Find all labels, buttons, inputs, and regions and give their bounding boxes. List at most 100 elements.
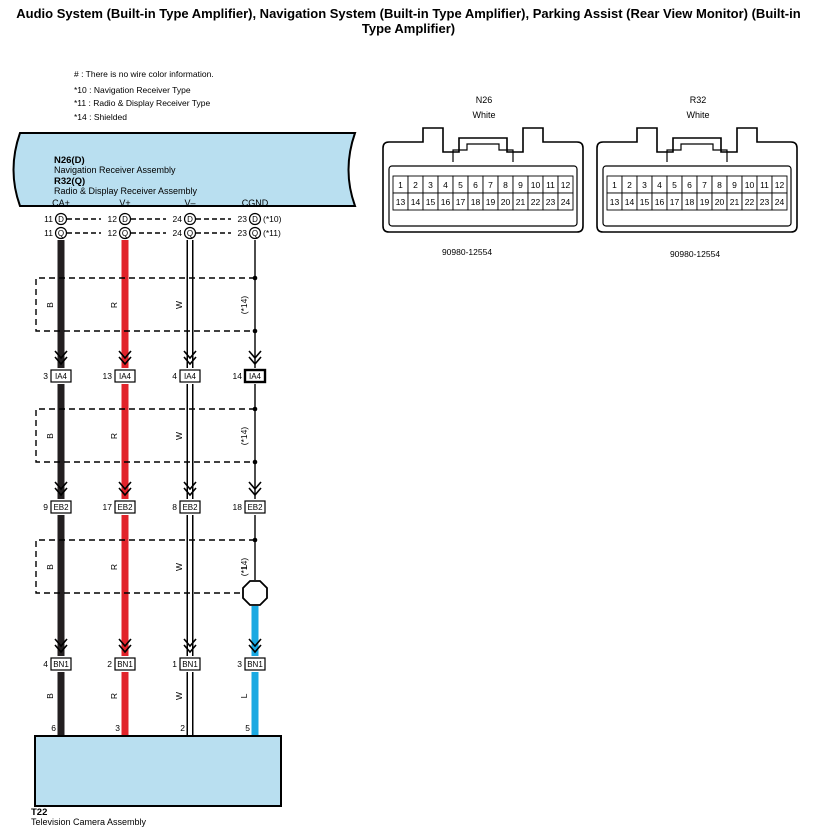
- pin-number: 11: [44, 228, 53, 238]
- junction-code: EB2: [182, 503, 198, 512]
- connector-pin-number: 21: [730, 197, 740, 207]
- connector-pin-number: 7: [702, 180, 707, 190]
- arrow-icon: [118, 644, 132, 654]
- shield-dot: [252, 406, 258, 412]
- shield-dot: [252, 459, 258, 465]
- top-terminal-label: V–: [184, 198, 195, 208]
- junction-pin-number: 18: [233, 502, 243, 512]
- junction-code: EB2: [53, 503, 69, 512]
- junction-connector-box: [50, 500, 72, 514]
- connector-pin-number: 13: [396, 197, 406, 207]
- pin-letter: Q: [252, 229, 258, 238]
- connector-pin-number: 5: [458, 180, 463, 190]
- junction-pin-number: 3: [237, 659, 242, 669]
- junction-code: IA4: [119, 372, 132, 381]
- junction-pin-number: 4: [172, 371, 177, 381]
- junction-pin-number: 13: [103, 371, 113, 381]
- notes: # : There is no wire color information. …: [74, 69, 214, 122]
- junction-code: IA4: [249, 372, 262, 381]
- junction-connector-box: [50, 369, 72, 383]
- note-navigation: *10 : Navigation Receiver Type: [74, 85, 191, 95]
- arrow-icon: [118, 356, 132, 366]
- wire-color-label: B: [45, 433, 55, 439]
- junction-code: BN1: [247, 660, 263, 669]
- wire-color-label: W: [174, 563, 184, 571]
- connector-part-number: 90980-12554: [670, 249, 720, 259]
- shield-tag: (*14): [239, 558, 249, 577]
- arrow-icon: [248, 487, 262, 497]
- pin-circle: [118, 212, 132, 226]
- connector-pin-number: 5: [672, 180, 677, 190]
- junction-connector-box: [114, 369, 136, 383]
- junction-code: BN1: [182, 660, 198, 669]
- pin-circle: [183, 226, 197, 240]
- receiver-assembly-body: [12, 132, 357, 207]
- junction-connector-box: [114, 500, 136, 514]
- arrow-icon: [54, 356, 68, 366]
- junction-connector-box: [244, 500, 266, 514]
- pin-number: 11: [44, 214, 53, 224]
- junction-connector-box: [179, 369, 201, 383]
- connector-pin-number: 24: [775, 197, 785, 207]
- arrow-icon: [248, 356, 262, 366]
- arrow-icon: [118, 350, 132, 360]
- connector-pin-number: 16: [441, 197, 451, 207]
- junction-pin-number: 4: [43, 659, 48, 669]
- arrow-icon: [183, 481, 197, 491]
- connector-pin-number: 8: [717, 180, 722, 190]
- shield-tag: (*14): [239, 427, 249, 446]
- arrow-icon: [248, 638, 262, 648]
- wire-color-label: R: [109, 564, 119, 570]
- wire-color-label: B: [45, 564, 55, 570]
- pin-number: 24: [173, 228, 183, 238]
- connector-pin-number: 12: [561, 180, 571, 190]
- top-terminal-label: CGND: [242, 198, 269, 208]
- connector-pin-number: 11: [760, 180, 769, 190]
- connector-pin-number: 21: [516, 197, 526, 207]
- connector-pin-number: 23: [760, 197, 770, 207]
- connector-pin-number: 12: [775, 180, 785, 190]
- connector-cavity: [771, 192, 788, 211]
- connector-cavity: [557, 192, 574, 211]
- connector-pin-number: 18: [471, 197, 481, 207]
- junction-connector-box: [244, 657, 266, 671]
- junction-code: EB2: [117, 503, 133, 512]
- connector-pin-number: 19: [486, 197, 496, 207]
- connector-pin-number: 2: [627, 180, 632, 190]
- wire-color-label: W: [174, 692, 184, 700]
- connector-pin-number: 23: [546, 197, 556, 207]
- arrow-icon: [54, 638, 68, 648]
- pin-circle: [118, 226, 132, 240]
- pin-circle: [54, 212, 68, 226]
- camera-assembly[interactable]: T22 Television Camera Assembly: [31, 735, 282, 827]
- connector-pin-number: 6: [687, 180, 692, 190]
- connector-pin-number: 20: [715, 197, 725, 207]
- camera-assembly-body: [34, 735, 282, 807]
- connector-color: White: [686, 110, 709, 120]
- connector-pin-number: 10: [531, 180, 541, 190]
- top-terminal-label: V+: [119, 198, 130, 208]
- connector-pin-number: 15: [426, 197, 436, 207]
- wire-color-label: W: [174, 301, 184, 309]
- receiver-assembly[interactable]: N26(D) Navigation Receiver Assembly R32(…: [12, 132, 357, 207]
- connector-pin-number: 14: [411, 197, 421, 207]
- junction-pin-number: 3: [43, 371, 48, 381]
- camera-pin-number: 3: [115, 723, 120, 733]
- wires: [57, 240, 259, 736]
- pin-number: 24: [173, 214, 183, 224]
- connector-pin-number: 3: [642, 180, 647, 190]
- junction-code: IA4: [184, 372, 197, 381]
- tag-radio: (*11): [263, 228, 281, 238]
- pin-circle: [248, 212, 262, 226]
- arrow-icon: [248, 644, 262, 654]
- wire-color-label: L: [239, 564, 249, 569]
- junction-pin-number: 1: [172, 659, 177, 669]
- junction-code: BN1: [117, 660, 133, 669]
- connector-code: N26: [476, 95, 493, 105]
- shield-box: [35, 408, 255, 463]
- junction-connector-box: [179, 657, 201, 671]
- pin-number: 12: [108, 228, 118, 238]
- pin-circle: [54, 226, 68, 240]
